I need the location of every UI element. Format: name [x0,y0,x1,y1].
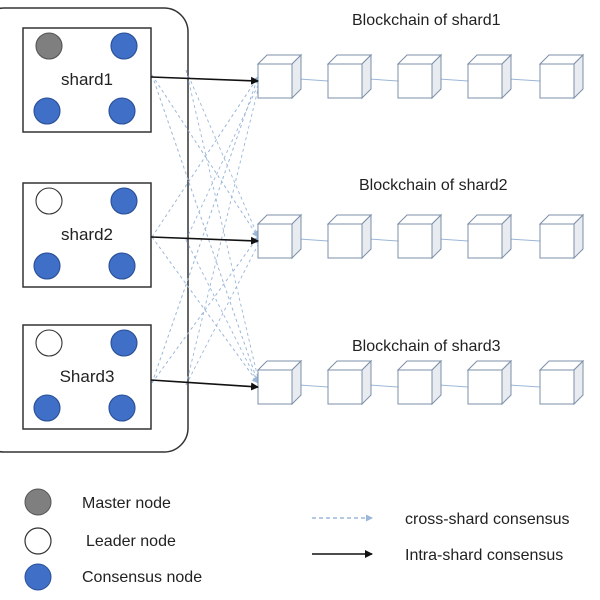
block [256,53,303,100]
cross-shard-lines [151,69,261,388]
consensus-node [110,187,138,215]
block [326,53,373,100]
intra-shard-arrow [150,236,259,245]
legend-master-label: Master node [82,495,171,512]
block-link [298,238,329,242]
block-link [438,238,469,242]
legend-cross-shard-label: cross-shard consensus [405,511,570,528]
shard-box-2: shard2 [22,182,152,288]
cross-shard-line [151,74,260,384]
legend: Master node Leader node Consensus node c… [24,488,570,591]
blockchain-row-3: Blockchain of shard3 [256,338,585,406]
block [466,359,513,406]
block [396,359,443,406]
leader-node [35,329,63,357]
cross-shard-line [185,80,261,241]
block [466,213,513,260]
consensus-node [110,32,138,60]
master-node [35,32,63,60]
cross-shard-line [185,69,261,388]
intra-shard-arrow [150,379,259,391]
consensus-node [108,97,136,125]
block [256,213,303,260]
consensus-node [33,252,61,280]
block [396,213,443,260]
consensus-node [33,97,61,125]
legend-consensus-label: Consensus node [82,569,202,586]
block-link [368,238,399,242]
shard-label: Shard3 [60,367,115,386]
shard-box-1: shard1 [22,27,152,133]
block-link [508,384,541,388]
block-link [508,78,541,82]
block [538,53,585,100]
blockchain-row-1: Blockchain of shard1 [256,12,585,100]
block [538,359,585,406]
cross-shard-line [151,76,259,238]
consensus-node [108,252,136,280]
block-link [298,384,329,388]
block [466,53,513,100]
shard-label: shard1 [61,70,113,89]
legend-consensus-node-icon [24,563,52,591]
leader-node [35,187,63,215]
legend-master-node-icon [24,488,52,516]
shard-box-3: Shard3 [22,324,152,430]
intra-shard-lines [150,76,259,391]
block [396,53,443,100]
cross-shard-line [151,236,259,384]
block [256,359,303,406]
consensus-node [110,329,138,357]
blockchain-row-2: Blockchain of shard2 [256,177,585,260]
block [538,213,585,260]
block-link [508,238,541,242]
legend-leader-node-icon [24,527,52,555]
block-link [438,384,469,388]
block-link [298,78,329,82]
legend-intra-shard-label: Intra-shard consensus [405,547,563,564]
block [326,359,373,406]
shard-label: shard2 [61,225,113,244]
shards-container [0,7,189,453]
blockchain-title: Blockchain of shard2 [359,177,508,194]
legend-leader-label: Leader node [86,533,176,550]
blockchain-title: Blockchain of shard1 [352,12,501,29]
blockchain-title: Blockchain of shard3 [352,338,501,355]
block-link [368,384,399,388]
intra-shard-arrow [150,76,259,85]
cross-shard-line [185,80,261,386]
block-link [368,78,399,82]
block-link [438,78,469,82]
consensus-node [33,394,61,422]
cross-shard-line [185,69,261,242]
cross-shard-line [185,240,261,386]
consensus-node [108,394,136,422]
block [326,213,373,260]
cross-shard-line [151,74,259,238]
